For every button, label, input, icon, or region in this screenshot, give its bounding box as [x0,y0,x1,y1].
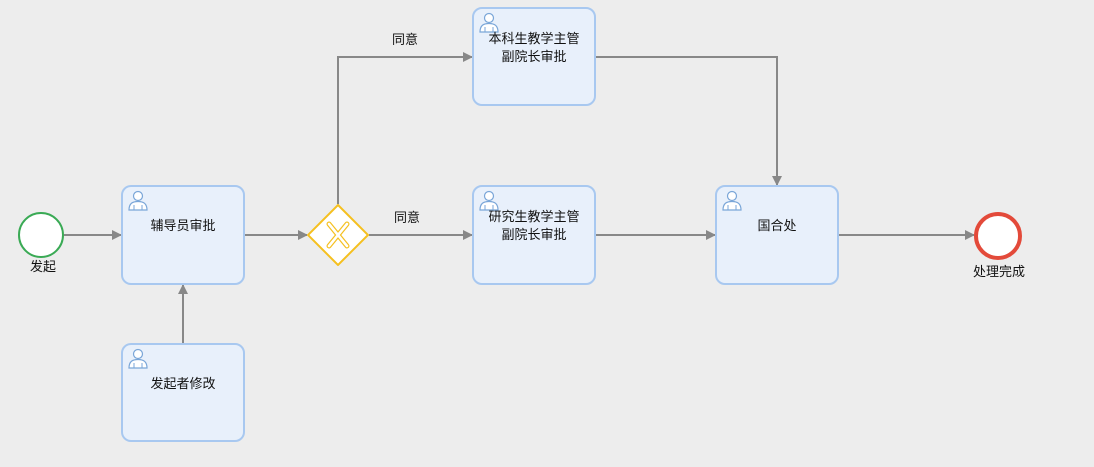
task-label: 研究生教学主管 副院长审批 [488,210,580,243]
task-counselor-approval[interactable]: 辅导员审批 [121,185,245,285]
flow-label-agree-lower: 同意 [394,211,421,226]
task-label: 国合处 [757,219,797,234]
end-event-label: 处理完成 [973,265,1026,280]
start-event[interactable] [18,212,64,258]
task-international-office[interactable]: 国合处 [715,185,839,285]
x-icon [326,221,350,249]
flow-label-agree-upper: 同意 [392,33,419,48]
task-label: 本科生教学主管 副院长审批 [488,31,580,65]
flow-undergrad-to-intl[interactable] [596,56,782,186]
task-label: 发起者修改 [150,376,216,392]
user-icon [128,190,148,211]
task-initiator-edit[interactable]: 发起者修改 [121,343,245,442]
end-event[interactable] [974,212,1022,260]
user-icon [722,190,742,211]
user-icon [128,348,148,369]
task-label: 辅导员审批 [150,219,216,234]
task-grad-vice-dean-approval[interactable]: 研究生教学主管 副院长审批 [472,185,596,285]
user-icon [479,190,499,211]
task-undergrad-vice-dean-approval[interactable]: 本科生教学主管 副院长审批 [472,7,596,106]
exclusive-gateway[interactable] [307,204,369,266]
start-event-label: 发起 [30,260,57,275]
user-icon [479,12,499,33]
flow-gateway-to-undergrad[interactable] [337,52,473,204]
